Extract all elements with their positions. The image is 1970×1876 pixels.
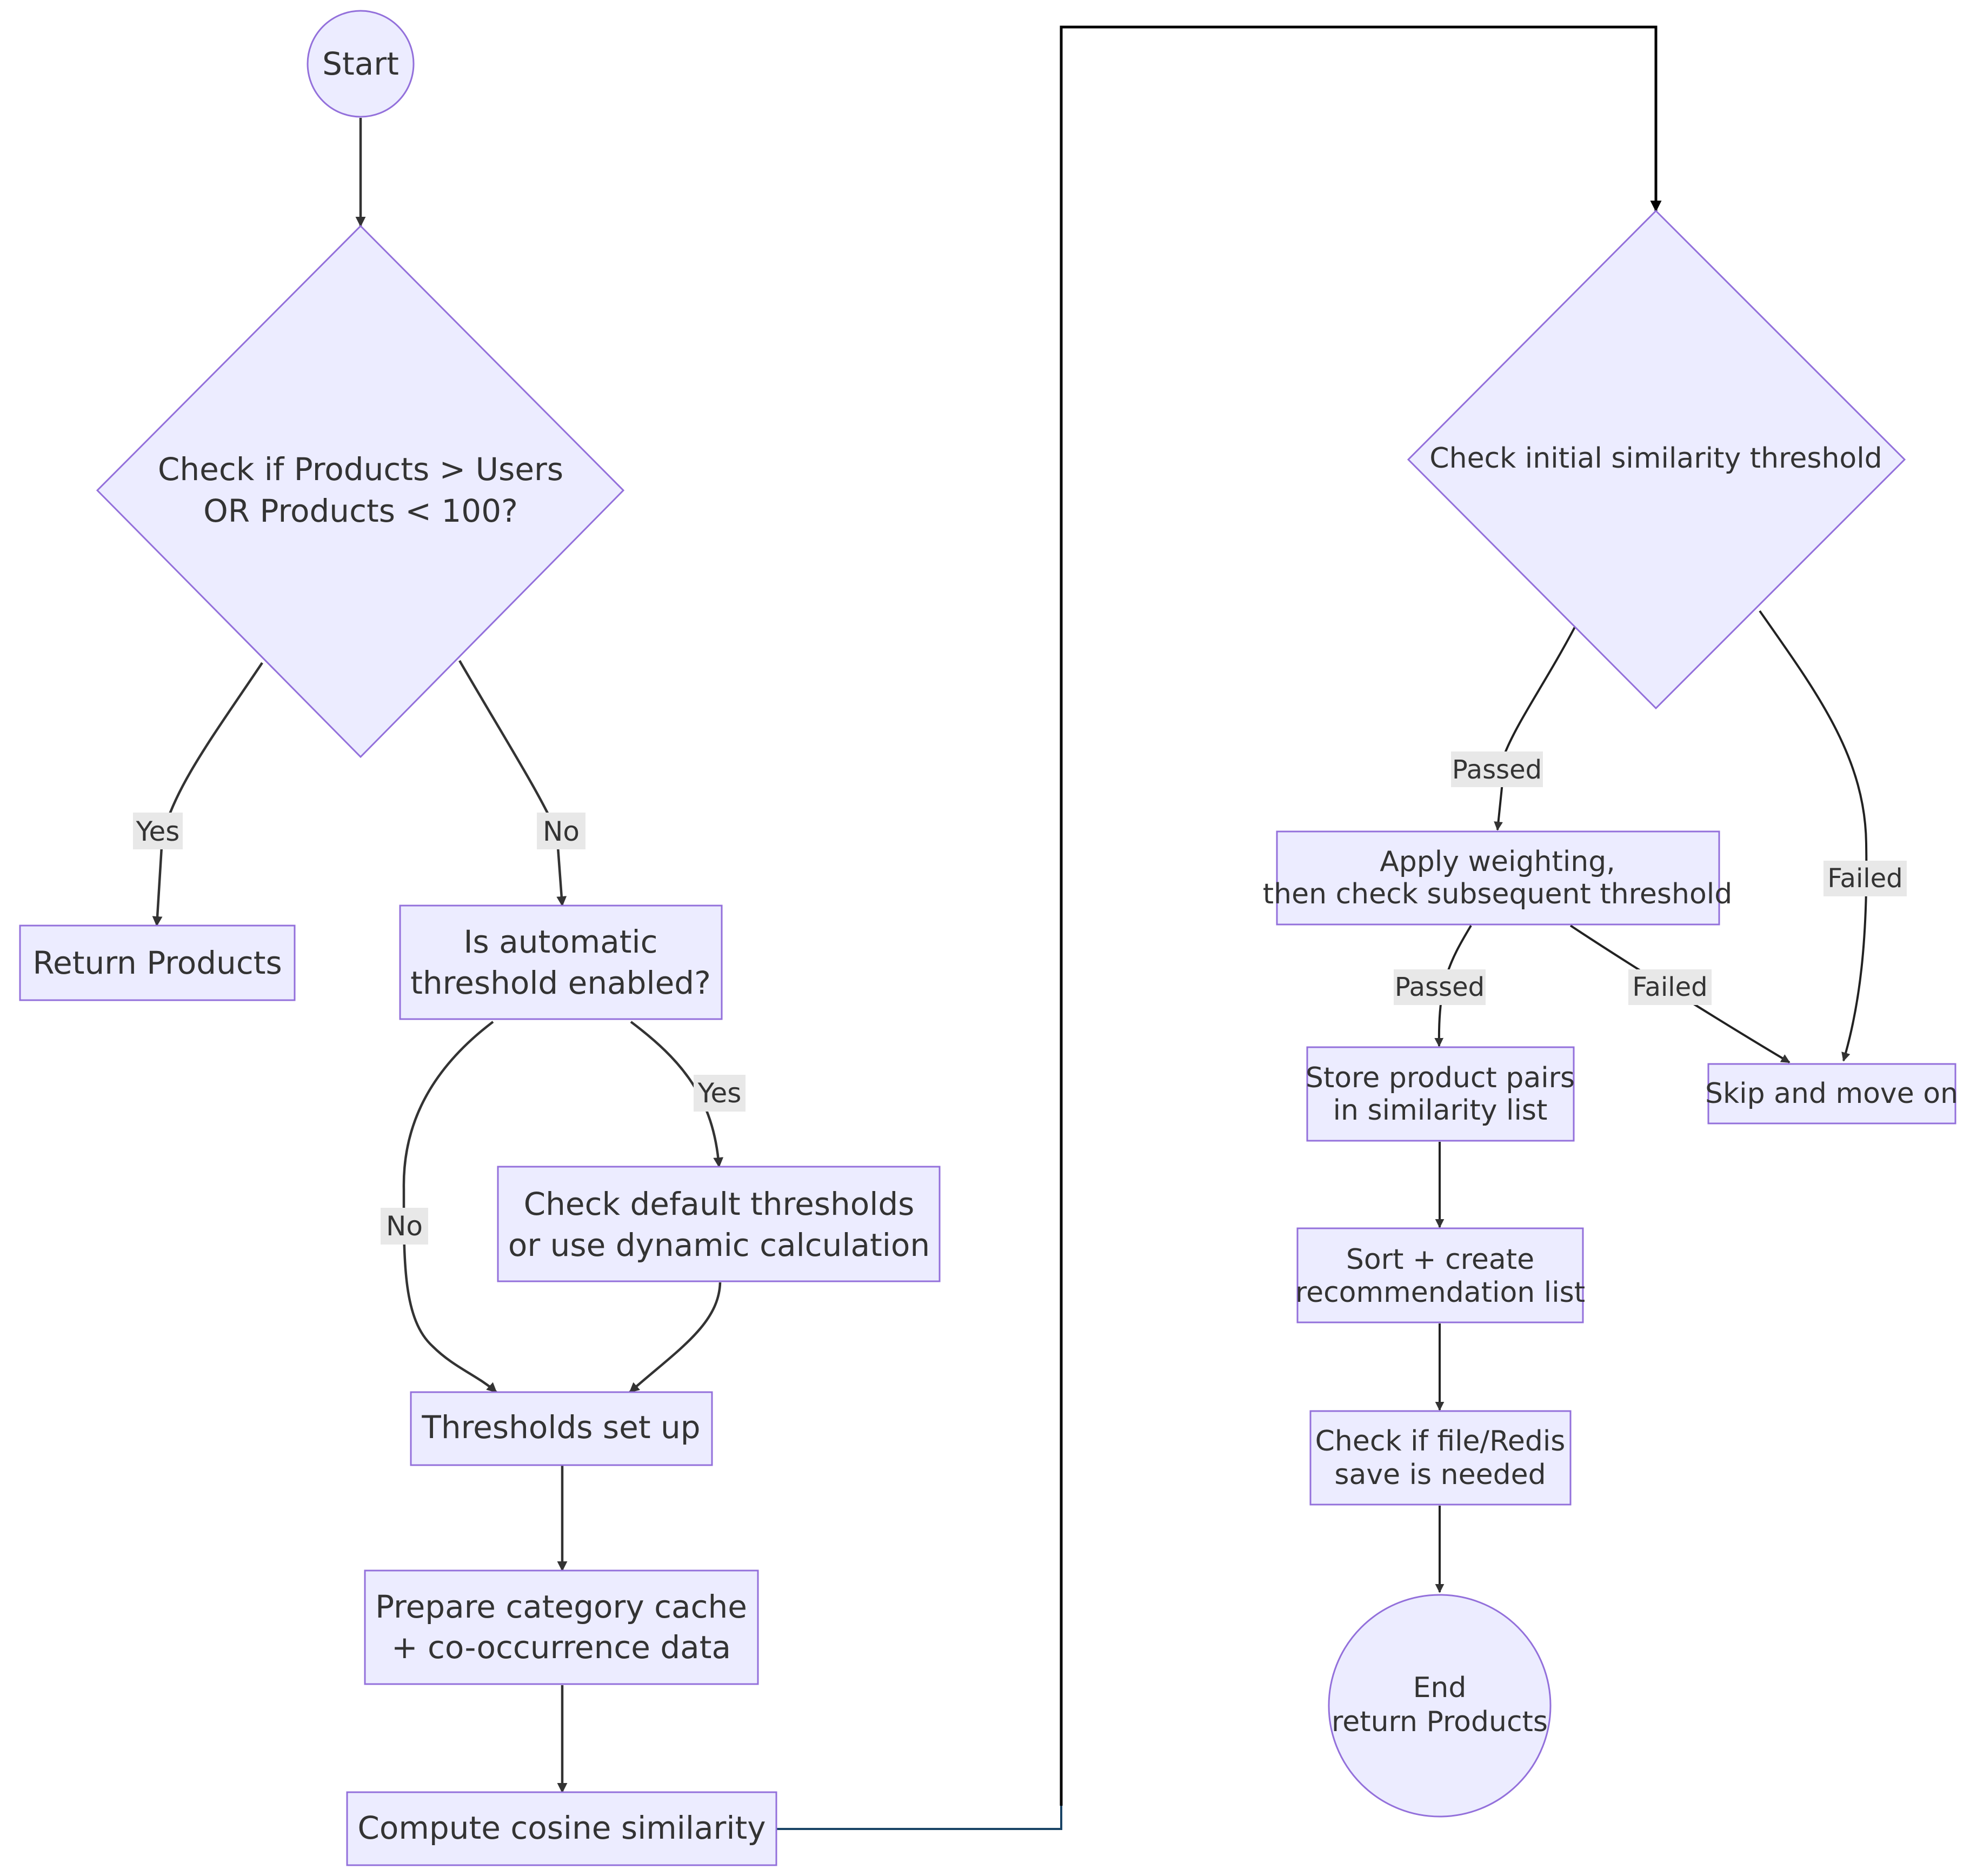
svg-text:Store product pairs: Store product pairs bbox=[1306, 1062, 1575, 1094]
node-apply-weighting: Apply weighting, then check subsequent t… bbox=[1263, 830, 1732, 926]
edge-compute-to-initial-high bbox=[1060, 25, 1662, 1806]
svg-text:OR Products < 100?: OR Products < 100? bbox=[203, 493, 518, 529]
edge-label-no-thresholds: No bbox=[386, 1210, 423, 1242]
svg-text:Compute cosine similarity: Compute cosine similarity bbox=[357, 1810, 766, 1846]
edge-label-yes-default: Yes bbox=[697, 1077, 742, 1109]
svg-text:+ co-occurrence data: + co-occurrence data bbox=[391, 1629, 731, 1666]
node-check-default: Check default thresholds or use dynamic … bbox=[497, 1166, 941, 1282]
edge-label-passed-store: Passed bbox=[1395, 972, 1485, 1002]
edge-auto-to-thresholds-no bbox=[402, 1021, 497, 1393]
edge-label-no-auto: No bbox=[543, 816, 580, 847]
edge-check-to-return bbox=[152, 662, 263, 927]
node-check-initial: Check initial similarity threshold bbox=[1407, 209, 1906, 710]
svg-text:Skip and move on: Skip and move on bbox=[1705, 1077, 1958, 1110]
edge-auto-to-default-yes bbox=[630, 1021, 724, 1168]
node-end: End return Products bbox=[1328, 1594, 1552, 1818]
node-thresholds-set: Thresholds set up bbox=[410, 1391, 713, 1466]
edge-labels: Yes No Yes No Passed Failed Passed Faile… bbox=[133, 751, 1907, 1245]
edge-initial-to-weighting bbox=[1494, 627, 1576, 831]
node-skip: Skip and move on bbox=[1705, 1063, 1958, 1125]
svg-text:End: End bbox=[1413, 1672, 1467, 1704]
svg-text:Is automatic: Is automatic bbox=[463, 923, 657, 960]
node-store-pairs: Store product pairs in similarity list bbox=[1306, 1046, 1575, 1142]
svg-text:in similarity list: in similarity list bbox=[1333, 1094, 1548, 1127]
svg-text:or use dynamic calculation: or use dynamic calculation bbox=[508, 1227, 930, 1263]
svg-text:Check if file/Redis: Check if file/Redis bbox=[1315, 1425, 1566, 1458]
svg-text:Thresholds set up: Thresholds set up bbox=[421, 1409, 700, 1446]
edge-default-to-thresholds bbox=[629, 1282, 722, 1393]
svg-text:Sort + create: Sort + create bbox=[1346, 1243, 1534, 1276]
edge-label-failed-skip: Failed bbox=[1827, 863, 1902, 894]
svg-text:return Products: return Products bbox=[1332, 1706, 1548, 1738]
svg-text:Apply weighting,: Apply weighting, bbox=[1380, 846, 1615, 878]
svg-text:Return Products: Return Products bbox=[32, 944, 282, 981]
edge-label-failed-weighting-skip: Failed bbox=[1632, 972, 1707, 1002]
node-auto-threshold: Is automatic threshold enabled? bbox=[399, 904, 723, 1020]
node-check-products: Check if Products > Users OR Products < … bbox=[96, 224, 625, 759]
svg-text:threshold enabled?: threshold enabled? bbox=[410, 964, 711, 1001]
edge-label-passed-weighting: Passed bbox=[1452, 755, 1542, 785]
node-sort-create: Sort + create recommendation list bbox=[1295, 1227, 1585, 1323]
svg-text:Prepare category cache: Prepare category cache bbox=[375, 1588, 747, 1625]
node-return-products: Return Products bbox=[19, 924, 296, 1001]
node-prepare-cache: Prepare category cache + co-occurrence d… bbox=[364, 1569, 759, 1685]
edge-compute-to-initial-low bbox=[776, 1806, 1062, 1830]
svg-text:Check default thresholds: Check default thresholds bbox=[524, 1186, 915, 1222]
svg-text:Check initial similarity thres: Check initial similarity threshold bbox=[1429, 442, 1882, 475]
node-compute-cosine: Compute cosine similarity bbox=[346, 1791, 777, 1866]
svg-text:then check subsequent threshol: then check subsequent threshold bbox=[1263, 878, 1732, 910]
node-check-save: Check if file/Redis save is needed bbox=[1309, 1410, 1572, 1506]
edge-initial-to-skip bbox=[1759, 610, 1868, 1062]
edge-label-yes-return: Yes bbox=[136, 816, 180, 847]
svg-text:Start: Start bbox=[322, 45, 399, 82]
svg-text:save is needed: save is needed bbox=[1334, 1459, 1546, 1491]
svg-text:Check if Products > Users: Check if Products > Users bbox=[158, 451, 563, 488]
svg-text:recommendation list: recommendation list bbox=[1295, 1276, 1585, 1309]
node-start: Start bbox=[307, 10, 415, 118]
edge-check-to-auto bbox=[458, 660, 567, 907]
